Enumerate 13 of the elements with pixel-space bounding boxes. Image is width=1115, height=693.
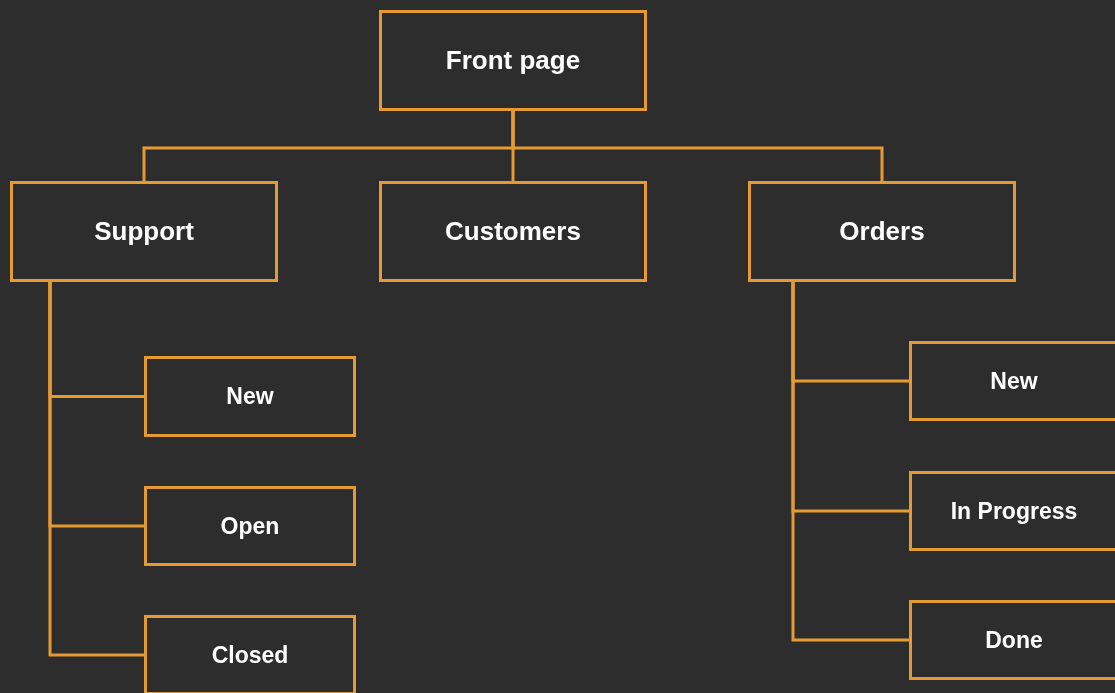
page-box: New [909, 341, 1115, 421]
connector-line [511, 111, 884, 181]
page-box: Support [10, 181, 278, 282]
page-box: Orders [748, 181, 1016, 282]
page-box: Open [144, 486, 356, 566]
page-box: New [144, 356, 356, 437]
connector-line [791, 282, 909, 642]
connector-line [48, 282, 144, 657]
page-box: Done [909, 600, 1115, 680]
page-box: Closed [144, 615, 356, 693]
page-box: Customers [379, 181, 647, 282]
page-box: In Progress [909, 471, 1115, 551]
page-box: Front page [379, 10, 647, 111]
